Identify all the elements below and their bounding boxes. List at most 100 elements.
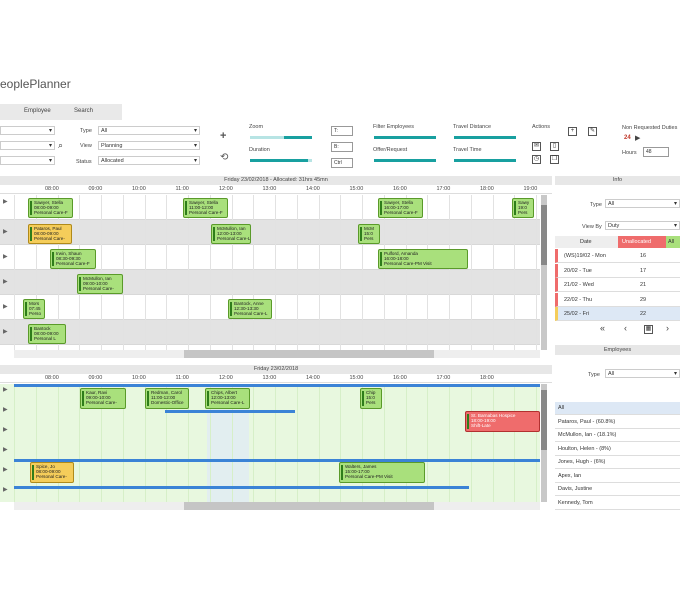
non-requested-label: Non Requested Duties: [622, 125, 678, 131]
expand-arrow-icon[interactable]: ▶: [3, 229, 8, 235]
expand-arrow-icon[interactable]: ▶: [3, 407, 8, 413]
hours-input[interactable]: 48: [643, 147, 669, 157]
employee-list-item[interactable]: Kennedy, Tom: [555, 497, 680, 510]
prev-page-icon[interactable]: ‹: [624, 323, 627, 333]
bottom-horizontal-scrollbar[interactable]: [14, 502, 540, 510]
hour-tick-label: 11:00: [175, 375, 189, 381]
schedule-row[interactable]: ▶: [0, 345, 540, 350]
ctrl-button[interactable]: Ctrl: [331, 158, 353, 168]
employee-list-item[interactable]: Houlton, Helen - (8%): [555, 443, 680, 456]
type-select[interactable]: All: [98, 126, 200, 135]
phone-icon[interactable]: ▯: [550, 142, 559, 151]
schedule-row[interactable]: ▶: [0, 320, 540, 345]
next-page-icon[interactable]: ›: [666, 323, 669, 333]
employee-list-item[interactable]: Davis, Justine: [555, 483, 680, 496]
job-name: Sawy: [518, 200, 530, 205]
status-select[interactable]: Allocated: [98, 156, 200, 165]
duration-slider[interactable]: [250, 159, 312, 162]
filter-select-3[interactable]: [0, 156, 55, 165]
zoom-slider[interactable]: [250, 136, 312, 139]
schedule-row[interactable]: ▶: [0, 220, 540, 245]
expand-arrow-icon[interactable]: ▶: [3, 447, 8, 453]
job-time: 08:00-09:00: [34, 231, 59, 237]
info-type-select[interactable]: All: [605, 199, 680, 208]
tab-search[interactable]: Search: [74, 108, 94, 114]
first-page-icon[interactable]: «: [600, 323, 606, 333]
travel-time-slider[interactable]: [454, 159, 516, 162]
employee-list-item[interactable]: McMullon, Ian - (18.1%): [555, 429, 680, 442]
filter-employees-slider[interactable]: [374, 136, 436, 139]
employee-list-item[interactable]: Pataros, Paul - (60.8%): [555, 416, 680, 429]
play-icon[interactable]: ▶: [635, 135, 641, 142]
job-time: 12:00-13:00: [211, 395, 236, 401]
employees-type-select[interactable]: All: [605, 369, 680, 378]
info-viewby-select[interactable]: Duty: [605, 221, 680, 230]
filter-select-2[interactable]: [0, 141, 55, 150]
search-icon[interactable]: ⌕: [58, 140, 64, 150]
top-vertical-scrollbar[interactable]: [541, 195, 547, 350]
add-icon[interactable]: +: [220, 130, 227, 142]
mail-icon[interactable]: ✉: [532, 142, 541, 151]
toolbar: ⌕ Type All View Planning Status Allocate…: [0, 122, 680, 174]
expand-arrow-icon[interactable]: ▶: [3, 199, 8, 205]
filter-select-1[interactable]: [0, 126, 55, 135]
expand-arrow-icon[interactable]: ▶: [3, 427, 8, 433]
top-horizontal-scrollbar[interactable]: [14, 350, 540, 358]
capacity-bar: [14, 459, 540, 462]
employee-list-item[interactable]: Apex, Ian: [555, 470, 680, 483]
employee-list-item[interactable]: Jones, Hugh - (6%): [555, 456, 680, 469]
employee-list-item[interactable]: All: [555, 402, 680, 415]
expand-arrow-icon[interactable]: ▶: [3, 279, 8, 285]
b-button[interactable]: B:: [331, 142, 353, 152]
calendar-edit-icon[interactable]: ✎: [588, 127, 597, 136]
expand-arrow-icon[interactable]: ▶: [3, 254, 8, 260]
expand-arrow-icon[interactable]: ▶: [3, 387, 8, 393]
allocated-column-header: All: [666, 236, 680, 248]
view-select[interactable]: Planning: [98, 141, 200, 150]
gridline: [514, 195, 516, 350]
info-row-date: (WS)19/02 - Mon: [564, 253, 606, 259]
expand-arrow-icon[interactable]: ▶: [3, 487, 8, 493]
expand-arrow-icon[interactable]: ▶: [3, 304, 8, 310]
offer-request-slider[interactable]: [374, 159, 436, 162]
travel-distance-slider[interactable]: [454, 136, 516, 139]
expand-arrow-icon[interactable]: ▶: [3, 329, 8, 335]
clock-icon[interactable]: ◷: [532, 155, 541, 164]
schedule-row[interactable]: ▶: [0, 195, 540, 220]
bottom-vertical-scrollbar[interactable]: [541, 384, 547, 502]
refresh-icon[interactable]: ⟲: [220, 152, 229, 163]
expand-arrow-icon[interactable]: ▶: [3, 467, 8, 473]
copy-icon[interactable]: ❐: [550, 155, 559, 164]
tab-employee[interactable]: Employee: [24, 108, 51, 114]
t-button[interactable]: T:: [331, 126, 353, 136]
calendar-icon[interactable]: ▦: [644, 325, 653, 334]
gridline: [449, 195, 450, 350]
gridline: [405, 384, 407, 502]
calendar-add-icon[interactable]: +: [568, 127, 577, 136]
